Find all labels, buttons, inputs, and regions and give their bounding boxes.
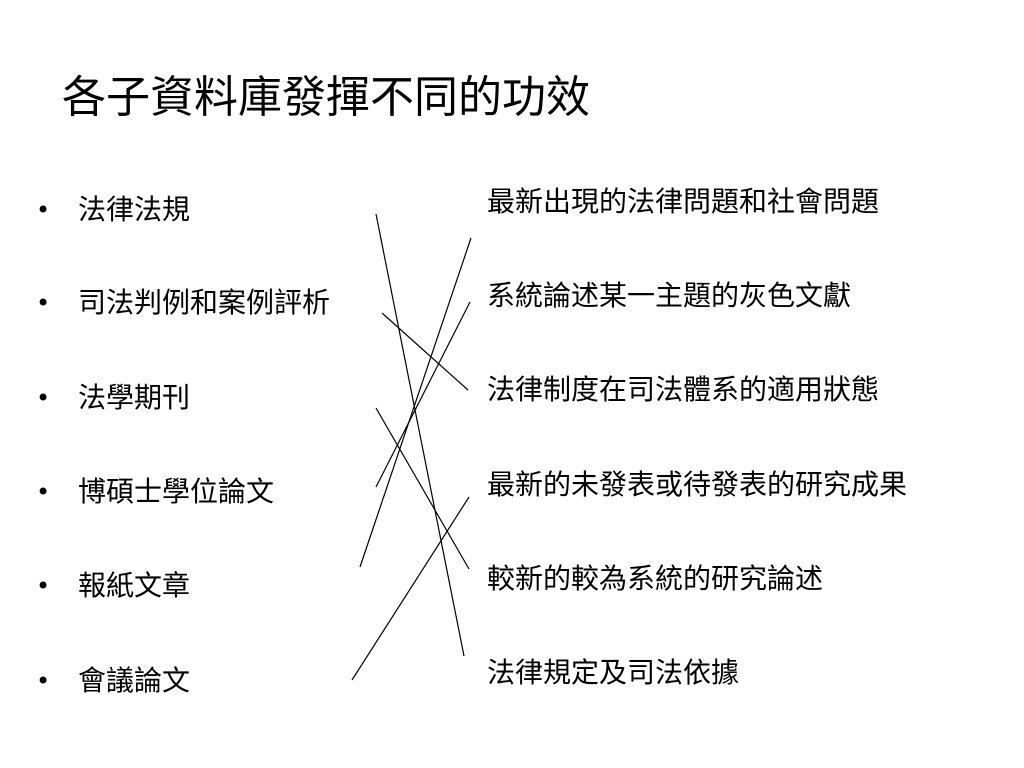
function-label-systematic-research: 較新的較為系統的研究論述 <box>487 562 824 595</box>
bullet-icon: • <box>36 289 51 317</box>
connector-line <box>375 407 470 570</box>
bullet-icon: • <box>36 667 51 695</box>
source-label-newspapers: 報紙文章 <box>78 569 191 602</box>
slide-title: 各子資料庫發揮不同的功效 <box>62 72 590 123</box>
source-label-journals: 法學期刊 <box>78 381 191 414</box>
function-label-application-status: 法律制度在司法體系的適用狀態 <box>487 373 880 406</box>
source-label-cases: 司法判例和案例評析 <box>78 286 331 319</box>
connector-line <box>359 237 472 568</box>
source-label-theses: 博碩士學位論文 <box>78 475 275 508</box>
connector-line <box>381 312 469 391</box>
source-label-conferences: 會議論文 <box>78 664 191 697</box>
function-label-legal-basis: 法律規定及司法依據 <box>487 656 740 689</box>
bullet-icon: • <box>36 196 51 224</box>
bullet-icon: • <box>36 384 51 412</box>
function-label-unpublished-research: 最新的未發表或待發表的研究成果 <box>487 468 908 501</box>
bullet-icon: • <box>36 478 51 506</box>
connector-line <box>375 213 465 657</box>
connector-line <box>351 496 470 681</box>
function-label-new-issues: 最新出現的法律問題和社會問題 <box>487 185 880 218</box>
source-label-laws: 法律法規 <box>78 193 191 226</box>
connector-line <box>375 301 471 488</box>
function-label-grey-literature: 系統論述某一主題的灰色文獻 <box>487 279 852 312</box>
bullet-icon: • <box>36 572 51 600</box>
